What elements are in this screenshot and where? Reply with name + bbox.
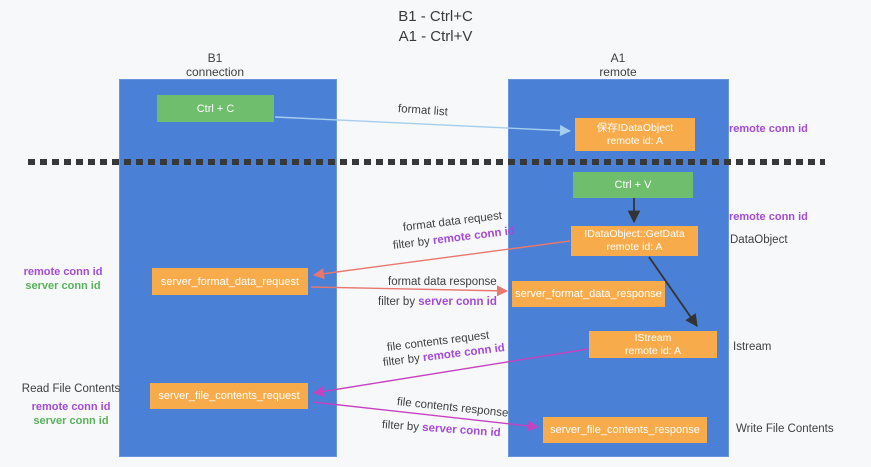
right-remote-conn-id-mid-label: remote conn id (729, 211, 808, 223)
write-file-contents-label: Write File Contents (736, 423, 834, 435)
filter-by-text: filter by (378, 296, 416, 308)
right-column-name: A1 (610, 51, 626, 65)
idataobject-getdata-box: IDataObject::GetData remote id: A (571, 226, 698, 256)
server-conn-id-text: server conn id (418, 296, 497, 308)
istream-side-label: Istream (733, 341, 772, 353)
ctrl-c-box: Ctrl + C (157, 95, 274, 122)
server-format-data-request-box: server_format_data_request (152, 268, 308, 295)
diagram-title: B1 - Ctrl+C A1 - Ctrl+V (0, 7, 871, 47)
read-file-contents-label: Read File Contents (21, 383, 121, 395)
right-column-header: A1 remote (538, 51, 698, 79)
format-list-label: format list (397, 103, 449, 119)
server-file-contents-response-box: server_file_contents_response (543, 417, 707, 443)
filter-by-text: filter by (381, 419, 420, 434)
left-column-header: B1 connection (135, 51, 295, 79)
istream-box: IStream remote id: A (589, 331, 717, 358)
getdata-line2: remote id: A (606, 241, 663, 253)
format-data-response-label: format data response (388, 276, 497, 288)
server-conn-id-text: server conn id (421, 421, 502, 440)
title-line-1: B1 - Ctrl+C (398, 8, 473, 25)
format-data-response-filter-label: filter by server conn id (378, 296, 497, 308)
filter-by-text: filter by (392, 235, 431, 252)
server-format-data-response-label: server_format_data_response (515, 288, 662, 300)
store-idataobject-line2: remote id: A (606, 134, 663, 147)
getdata-line1: IDataObject::GetData (584, 228, 685, 240)
dashed-separator-line (28, 159, 825, 165)
right-remote-conn-id-top-label: remote conn id (729, 123, 808, 135)
dataobject-label: DataObject (730, 234, 788, 246)
left-column-role: connection (185, 65, 245, 79)
title-line-2: A1 - Ctrl+V (398, 28, 473, 45)
istream-line2: remote id: A (624, 344, 682, 357)
server-format-data-response-box: server_format_data_response (512, 281, 665, 307)
left-column-name: B1 (207, 51, 223, 65)
left-conn-id-top-block: remote conn id server conn id (15, 265, 111, 293)
left-remote-conn-id-top-label: remote conn id (23, 266, 103, 278)
left-server-conn-id-top-label: server conn id (25, 280, 101, 292)
file-contents-response-filter-label: filter by server conn id (382, 419, 501, 439)
store-idataobject-box: 保存IDataObject remote id: A (575, 118, 695, 151)
istream-line1: IStream (634, 331, 672, 344)
left-conn-id-bottom-block: remote conn id server conn id (16, 400, 126, 428)
left-server-conn-id-bottom-label: server conn id (33, 415, 109, 427)
ctrl-v-label: Ctrl + V (614, 179, 652, 191)
right-column-role: remote (599, 65, 637, 79)
server-format-data-request-label: server_format_data_request (160, 275, 300, 288)
ctrl-c-label: Ctrl + C (196, 102, 235, 115)
file-contents-response-label: file contents response (396, 396, 509, 420)
server-file-contents-request-label: server_file_contents_request (158, 390, 300, 402)
store-idataobject-line1: 保存IDataObject (596, 121, 674, 134)
left-remote-conn-id-bottom-label: remote conn id (31, 401, 111, 413)
server-file-contents-response-label: server_file_contents_response (550, 424, 700, 436)
ctrl-v-box: Ctrl + V (573, 172, 693, 198)
filter-by-text: filter by (382, 352, 421, 369)
server-file-contents-request-box: server_file_contents_request (150, 383, 308, 409)
